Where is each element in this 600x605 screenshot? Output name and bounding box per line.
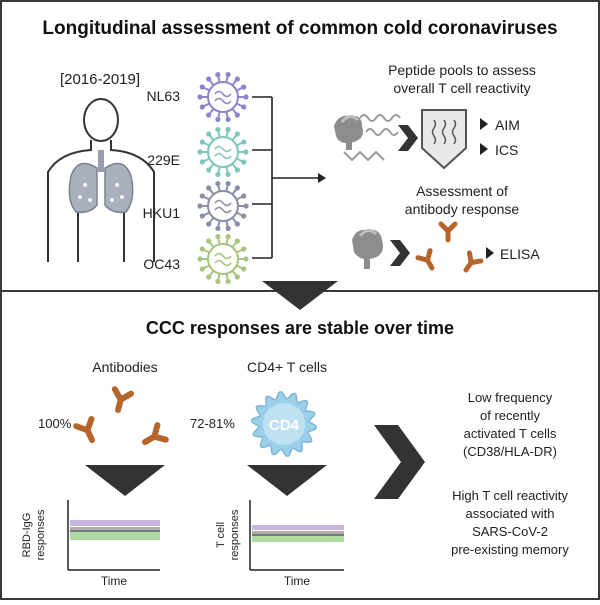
peptide-title-line2: overall T cell reactivity bbox=[393, 80, 530, 96]
chart2-band-green bbox=[252, 536, 344, 542]
finding2-line2: associated with bbox=[466, 506, 555, 521]
tcells-down-arrow-icon bbox=[247, 465, 327, 496]
spike-protein-icon bbox=[334, 115, 363, 150]
antibodies-down-arrow-icon bbox=[85, 465, 165, 496]
chart2-band-gray bbox=[252, 531, 344, 536]
peptide-title-line1: Peptide pools to assess bbox=[388, 62, 536, 78]
antibodies-percent: 100% bbox=[38, 416, 72, 431]
chart2-xlabel: Time bbox=[284, 574, 311, 588]
section-down-arrow-icon bbox=[262, 281, 338, 310]
chart1-ylabel-line2: responses bbox=[35, 509, 47, 560]
aim-bullet-icon bbox=[480, 118, 488, 130]
finding2-line1: High T cell reactivity bbox=[452, 488, 568, 503]
finding-high-reactivity: High T cell reactivity associated with S… bbox=[451, 488, 569, 557]
virus-label-hku1: HKU1 bbox=[143, 205, 181, 221]
chart2-ylabel-line2: responses bbox=[229, 509, 241, 560]
findings-chevron-icon bbox=[374, 425, 425, 499]
rbd-protein-icon bbox=[352, 229, 383, 269]
chevron-right-icon bbox=[398, 125, 418, 151]
oc43-virus-icon bbox=[197, 233, 249, 285]
chart1-xlabel: Time bbox=[101, 574, 128, 588]
finding1-line3: activated T cells bbox=[464, 426, 557, 441]
assay-elisa-label: ELISA bbox=[500, 246, 540, 262]
antibody-time-chart bbox=[67, 500, 160, 571]
chart1-band-purple bbox=[70, 520, 160, 526]
tcells-percent: 72-81% bbox=[190, 416, 235, 431]
virus-label-229e: 229E bbox=[147, 152, 180, 168]
virus-label-nl63: NL63 bbox=[147, 88, 181, 104]
years-label: [2016-2019] bbox=[60, 71, 140, 88]
flow-arrow-icon bbox=[318, 173, 326, 183]
chart2-ylabel-line1: T cell bbox=[215, 522, 227, 548]
finding-low-frequency: Low frequency of recently activated T ce… bbox=[463, 390, 557, 459]
top-title: Longitudinal assessment of common cold c… bbox=[42, 18, 557, 39]
chart1-ylabel-line1: RBD-IgG bbox=[21, 513, 33, 558]
chart2-band-purple bbox=[252, 525, 344, 530]
chart1-band-green bbox=[70, 532, 160, 540]
virus-label-oc43: OC43 bbox=[143, 256, 180, 272]
ics-bullet-icon bbox=[480, 143, 488, 155]
hku1-virus-icon bbox=[197, 180, 249, 232]
antibody-title-line1: Assessment of bbox=[416, 183, 508, 199]
virus-bracket bbox=[252, 96, 318, 259]
cd4-cell-icon bbox=[251, 391, 317, 457]
finding2-line4: pre-existing memory bbox=[451, 542, 569, 557]
peptide-chain-icon bbox=[343, 114, 401, 162]
finding1-line1: Low frequency bbox=[468, 390, 553, 405]
chevron-right-icon-2 bbox=[390, 240, 410, 266]
nl63-virus-icon bbox=[197, 71, 249, 123]
cd4-text: CD4 bbox=[269, 417, 300, 434]
tcells-label: CD4+ T cells bbox=[247, 359, 327, 375]
finding2-line3: SARS-CoV-2 bbox=[472, 524, 548, 539]
t-cell-assay-shield-icon bbox=[421, 109, 467, 170]
tcell-time-chart bbox=[249, 500, 344, 571]
bottom-title: CCC responses are stable over time bbox=[146, 318, 454, 338]
assay-ics-label: ICS bbox=[495, 142, 518, 158]
elisa-bullet-icon bbox=[486, 247, 494, 259]
assay-aim-label: AIM bbox=[495, 117, 520, 133]
chart1-band-gray bbox=[70, 527, 160, 532]
finding1-line4: (CD38/HLA-DR) bbox=[463, 444, 557, 459]
antibodies-label: Antibodies bbox=[92, 359, 157, 375]
lungs-icon bbox=[68, 150, 134, 214]
finding1-line2: of recently bbox=[480, 408, 540, 423]
antibody-title-line2: antibody response bbox=[405, 201, 520, 217]
229e-virus-icon bbox=[197, 126, 249, 178]
